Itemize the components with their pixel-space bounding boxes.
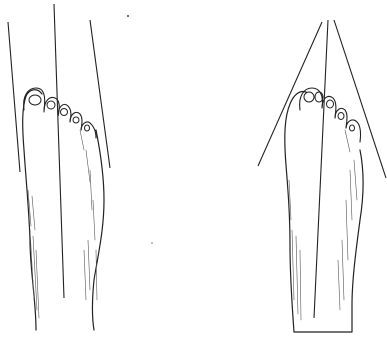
left-guide-line-outer bbox=[8, 22, 20, 172]
right-guide-line-inner bbox=[334, 20, 386, 178]
right-fourth-toe bbox=[335, 108, 347, 128]
right-toes bbox=[300, 88, 361, 142]
left-fourth-toenail bbox=[73, 117, 79, 123]
right-guide-line-center bbox=[314, 20, 328, 318]
right-foot-shading bbox=[289, 130, 357, 320]
right-little-toenail bbox=[350, 125, 355, 131]
left-toes bbox=[24, 88, 96, 138]
ink-speck bbox=[127, 15, 129, 17]
left-guide-line-center bbox=[54, 4, 64, 298]
right-fourth-toenail bbox=[338, 113, 344, 120]
right-big-toenail bbox=[304, 92, 314, 102]
left-big-toe bbox=[24, 88, 45, 110]
left-third-toenail bbox=[61, 109, 68, 116]
left-fourth-toe bbox=[70, 112, 82, 130]
left-foot-shading bbox=[28, 130, 97, 318]
right-foot-outline bbox=[285, 92, 363, 333]
left-little-toenail bbox=[85, 125, 90, 131]
ink-speck bbox=[151, 242, 153, 244]
left-second-toenail bbox=[47, 101, 55, 109]
right-foot-figure bbox=[258, 20, 386, 332]
left-third-toe bbox=[58, 104, 71, 122]
right-third-toenail bbox=[327, 100, 334, 108]
left-big-toenail bbox=[29, 95, 41, 105]
left-guide-line-inner bbox=[90, 20, 110, 168]
left-foot-figure bbox=[8, 4, 110, 330]
